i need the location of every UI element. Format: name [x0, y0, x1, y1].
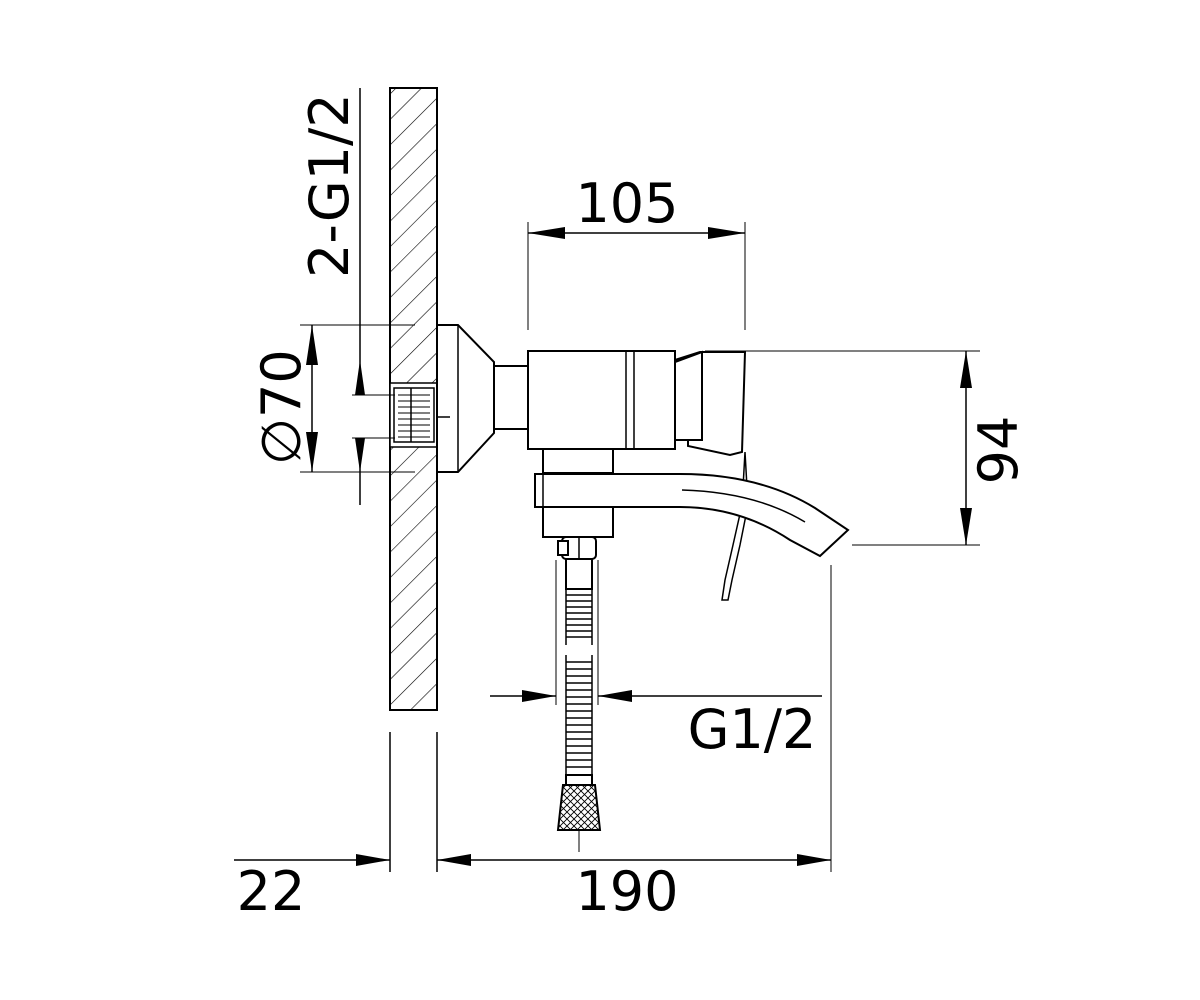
wall-flange [436, 324, 529, 473]
label-spout-depth: 105 [575, 172, 678, 235]
label-wall-thickness: 22 [237, 860, 306, 923]
dimension-wall-thickness: 22 [234, 854, 390, 923]
dimension-hose-thread: G1/2 [490, 560, 822, 761]
dimension-spout-depth: 105 [527, 172, 746, 330]
shower-hose [556, 536, 602, 852]
dimension-projection: 190 [437, 565, 832, 923]
wall-section [389, 87, 438, 872]
inlet-thread [398, 388, 430, 442]
spout [534, 473, 850, 558]
dimension-flange-diameter: ∅70 [250, 324, 415, 473]
label-height: 94 [967, 416, 1030, 485]
label-projection: 190 [575, 860, 678, 923]
label-hose-thread: G1/2 [688, 698, 817, 761]
mixer-body [527, 350, 749, 601]
label-thread-inlets: 2-G1/2 [298, 93, 361, 278]
dimension-height: 94 [705, 350, 1030, 546]
diverter-collar [542, 448, 614, 474]
label-flange-diameter: ∅70 [250, 349, 313, 465]
dimension-thread-inlets: 2-G1/2 [298, 88, 395, 505]
